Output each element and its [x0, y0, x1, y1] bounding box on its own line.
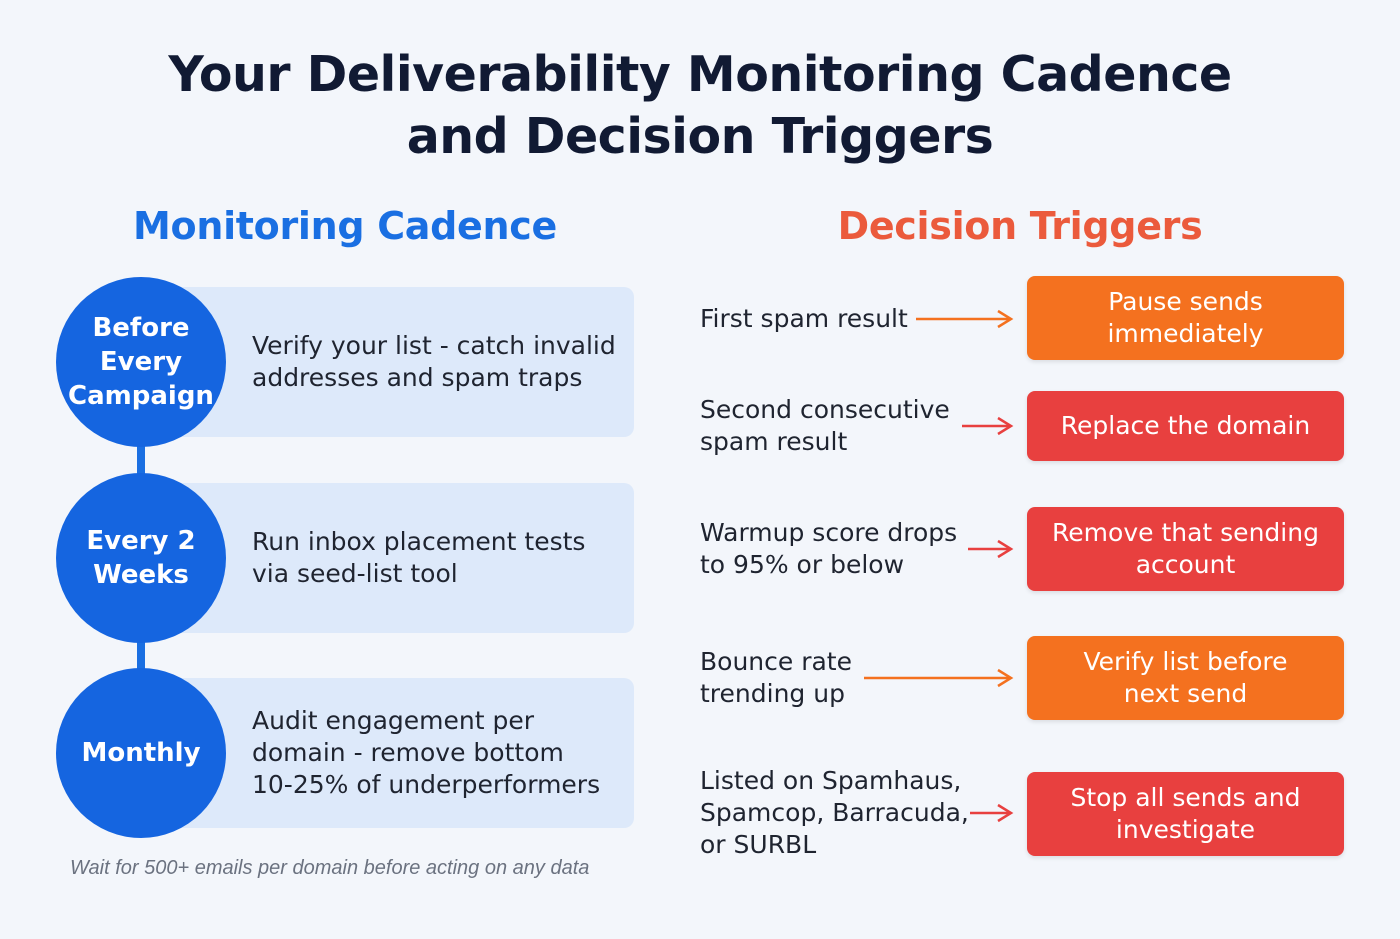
cadence-text-line: addresses and spam traps [252, 363, 583, 392]
trigger-action-line: immediately [1107, 319, 1264, 348]
cadence-text-line: 10-25% of underperformers [252, 770, 601, 799]
trigger-action-line: account [1135, 550, 1236, 579]
trigger-action-remove-account: Remove that sending account [1027, 507, 1344, 591]
cadence-circle-label: Every 2 [86, 526, 196, 556]
trigger-condition-line: trending up [700, 679, 845, 708]
cadence-text-line: Audit engagement per [252, 706, 535, 735]
trigger-action-line: Stop all sends and [1070, 783, 1301, 812]
trigger-action-line: Remove that sending [1052, 518, 1319, 547]
cadence-circle-monthly: Monthly [56, 668, 226, 838]
arrow-icon [916, 309, 1014, 329]
page-title-line-1: Your Deliverability Monitoring Cadence [168, 46, 1232, 103]
trigger-condition-line: Warmup score drops [700, 518, 958, 547]
timeline-connector-1 [137, 445, 145, 485]
trigger-condition-line: Listed on Spamhaus, [700, 766, 962, 795]
trigger-action-line: next send [1123, 679, 1248, 708]
decision-triggers-heading: Decision Triggers [837, 204, 1203, 248]
cadence-circle-before-every-campaign: Before Every Campaign [56, 277, 226, 447]
cadence-circle-label: Monthly [81, 738, 201, 768]
trigger-condition-blocklist: Listed on Spamhaus, Spamcop, Barracuda, … [700, 765, 980, 861]
cadence-text-line: via seed-list tool [252, 559, 458, 588]
trigger-condition-line: spam result [700, 427, 848, 456]
arrow-icon [962, 416, 1014, 436]
trigger-condition-line: to 95% or below [700, 550, 905, 579]
cadence-circle-label: Every [99, 347, 183, 377]
cadence-text-every-2-weeks: Run inbox placement tests via seed-list … [252, 526, 622, 590]
trigger-action-stop-all-sends: Stop all sends and investigate [1027, 772, 1344, 856]
trigger-action-replace-domain: Replace the domain [1027, 391, 1344, 461]
footnote: Wait for 500+ emails per domain before a… [70, 857, 590, 879]
trigger-condition-warmup-score: Warmup score drops to 95% or below [700, 517, 980, 581]
page-title-line-2: and Decision Triggers [406, 108, 994, 165]
trigger-action-line: Replace the domain [1060, 411, 1311, 440]
cadence-text-before-every-campaign: Verify your list - catch invalid address… [252, 330, 622, 394]
trigger-condition-line: Spamcop, Barracuda, [700, 798, 969, 827]
trigger-action-line: Pause sends [1108, 287, 1263, 316]
monitoring-cadence-heading: Monitoring Cadence [133, 204, 557, 248]
trigger-action-line: Verify list before [1083, 647, 1288, 676]
trigger-condition-bounce-rate: Bounce rate trending up [700, 646, 980, 710]
trigger-condition-line: Bounce rate [700, 647, 852, 676]
cadence-circle-label: Campaign [68, 381, 214, 411]
trigger-condition-line: or SURBL [700, 830, 817, 859]
page-title: Your Deliverability Monitoring Cadence a… [0, 44, 1400, 168]
cadence-text-line: Run inbox placement tests [252, 527, 586, 556]
arrow-icon [970, 803, 1014, 823]
arrow-icon [968, 539, 1014, 559]
cadence-circle-label: Before [92, 313, 190, 343]
arrow-icon [864, 668, 1014, 688]
cadence-text-monthly: Audit engagement per domain - remove bot… [252, 705, 622, 801]
trigger-condition-second-spam: Second consecutive spam result [700, 394, 980, 458]
trigger-condition-first-spam: First spam result [700, 303, 980, 335]
cadence-text-line: domain - remove bottom [252, 738, 564, 767]
cadence-circle-every-2-weeks: Every 2 Weeks [56, 473, 226, 643]
cadence-text-line: Verify your list - catch invalid [252, 331, 616, 360]
trigger-action-verify-list: Verify list before next send [1027, 636, 1344, 720]
timeline-connector-2 [137, 640, 145, 680]
trigger-action-pause-sends: Pause sends immediately [1027, 276, 1344, 360]
cadence-circle-label: Weeks [93, 560, 189, 590]
trigger-action-line: investigate [1115, 815, 1256, 844]
trigger-condition-line: First spam result [700, 304, 908, 333]
trigger-condition-line: Second consecutive [700, 395, 950, 424]
